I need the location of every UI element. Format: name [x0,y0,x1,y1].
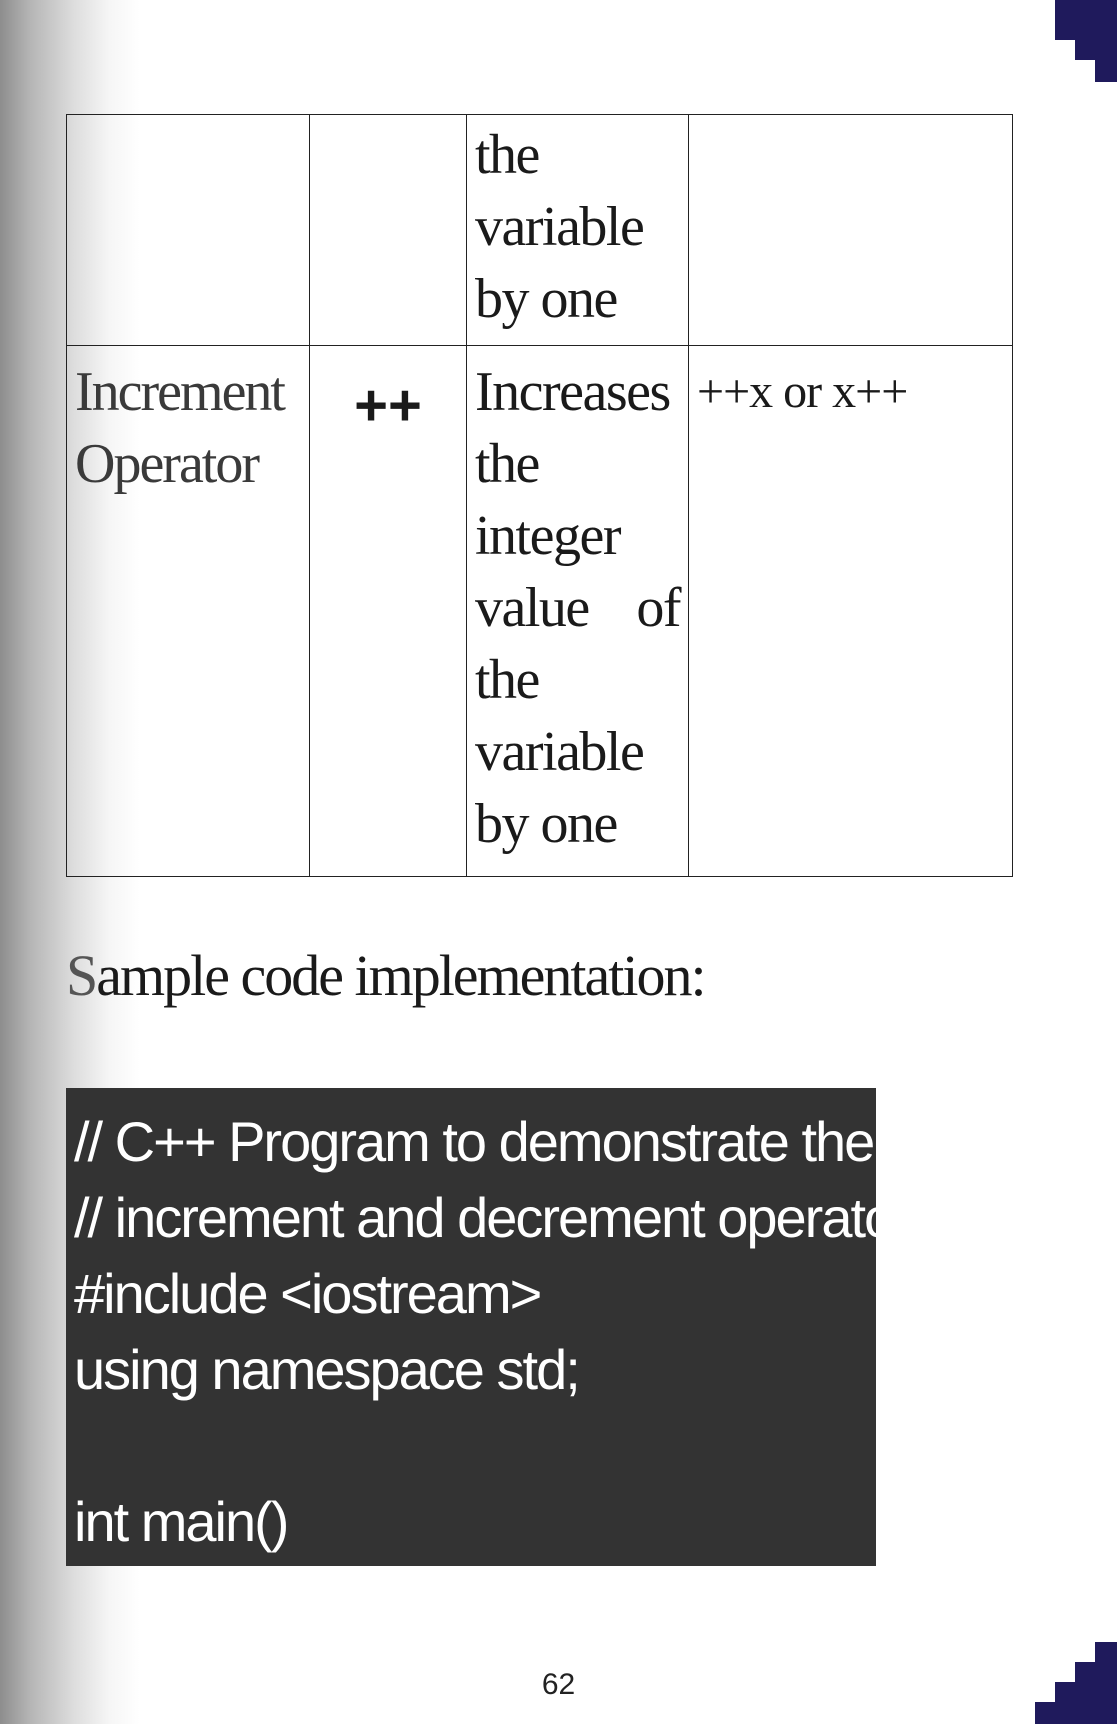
table-cell-operator-description: Increases the integer value of the varia… [466,345,689,877]
code-line: int main() [74,1490,289,1553]
description-line: Increases [475,361,671,423]
description-line: variable [475,196,645,258]
code-line: using namespace std; [74,1338,581,1401]
description-line: by one [475,268,618,330]
page-number: 62 [541,1668,576,1701]
description-line: the [475,433,540,495]
table-row-continued: the variable by one [66,114,1013,346]
table-cell-operator-symbol: ++ [309,345,467,877]
code-line [74,1408,868,1484]
operator-name-line: Increment [75,361,286,423]
section-heading: Sample code implementation: [66,942,707,1009]
operator-name-line: Operator [75,433,260,495]
description-line: the [475,124,540,186]
description-line: the [475,649,540,711]
table-cell-operator-name: Increment Operator [66,345,310,877]
operators-table: the variable by one Increment Operator +… [66,114,1013,877]
top-right-corner-decoration [1055,0,1117,82]
description-line: by one [475,793,618,855]
code-line: #include <iostream> [74,1262,542,1325]
description-word: of [636,577,681,639]
table-cell-continued-description: the variable by one [466,114,689,346]
code-line: // increment and decrement operators [74,1186,876,1249]
table-cell-empty-name [66,114,310,346]
table-cell-operator-example: ++x or x++ [688,345,1013,877]
heading-initial: S [66,943,98,1008]
table-cell-empty-example [688,114,1013,346]
description-word: value [475,577,590,639]
code-line: // C++ Program to demonstrate the [74,1110,875,1173]
code-block: // C++ Program to demonstrate the // inc… [66,1088,876,1566]
description-line-justified: value of [475,572,681,644]
table-cell-empty-symbol [309,114,467,346]
heading-rest: ample code implementation: [96,943,706,1008]
table-row-increment-operator: Increment Operator ++ Increases the inte… [66,345,1013,877]
description-line: variable [475,721,645,783]
bottom-right-corner-decoration [1035,1642,1117,1724]
description-line: integer [475,505,621,567]
